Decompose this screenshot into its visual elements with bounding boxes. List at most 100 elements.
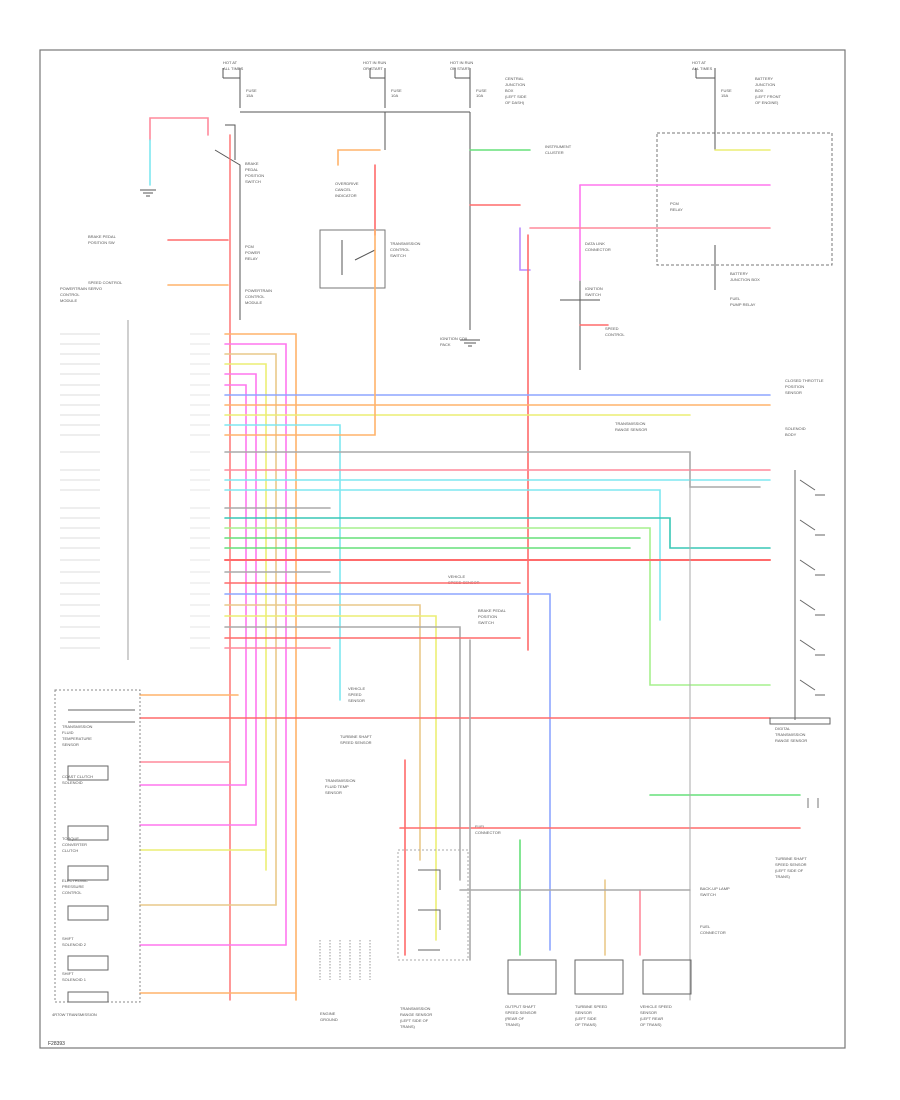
svg-text:POSITION SW: POSITION SW xyxy=(88,240,115,245)
svg-text:PRESSURE: PRESSURE xyxy=(62,884,84,889)
svg-text:DIGITAL: DIGITAL xyxy=(775,726,791,731)
svg-text:TURBINE SHAFT: TURBINE SHAFT xyxy=(340,734,372,739)
wire-run-18 xyxy=(224,527,771,686)
svg-text:SERVO: SERVO xyxy=(88,286,102,291)
svg-text:SWITCH: SWITCH xyxy=(585,292,601,297)
svg-text:ENGINE: ENGINE xyxy=(320,1011,336,1016)
svg-text:VEHICLE: VEHICLE xyxy=(448,574,465,579)
svg-text:HOT IN RUN: HOT IN RUN xyxy=(450,60,473,65)
svg-text:RANGE SENSOR: RANGE SENSOR xyxy=(400,1012,432,1017)
svg-text:BODY: BODY xyxy=(785,432,797,437)
svg-text:BOX: BOX xyxy=(505,88,514,93)
svg-text:FUSE: FUSE xyxy=(476,88,487,93)
svg-text:OR START: OR START xyxy=(363,66,383,71)
svg-text:GROUND: GROUND xyxy=(320,1017,338,1022)
svg-text:FUEL: FUEL xyxy=(475,824,486,829)
svg-text:BRAKE PEDAL: BRAKE PEDAL xyxy=(478,608,507,613)
svg-text:SPEED: SPEED xyxy=(605,326,619,331)
svg-text:FLUID: FLUID xyxy=(62,730,74,735)
svg-text:CONNECTOR: CONNECTOR xyxy=(700,930,726,935)
wire-run-15 xyxy=(224,489,661,621)
svg-text:HOT IN RUN: HOT IN RUN xyxy=(363,60,386,65)
svg-text:TRANS): TRANS) xyxy=(775,874,791,879)
corner-note: 4R70W TRANSMISSION xyxy=(52,1012,97,1017)
svg-text:JUNCTION: JUNCTION xyxy=(505,82,525,87)
svg-text:OF TRANS): OF TRANS) xyxy=(575,1022,597,1027)
svg-text:CONNECTOR: CONNECTOR xyxy=(475,830,501,835)
svg-text:SWITCH: SWITCH xyxy=(245,179,261,184)
svg-text:OR START: OR START xyxy=(450,66,470,71)
wire-run-17 xyxy=(224,517,771,549)
wire-run-27 xyxy=(224,626,461,881)
svg-text:SWITCH: SWITCH xyxy=(700,892,716,897)
svg-text:POSITION: POSITION xyxy=(785,384,804,389)
svg-text:(LEFT REAR: (LEFT REAR xyxy=(640,1016,663,1021)
svg-text:TRANSMISSION: TRANSMISSION xyxy=(615,421,646,426)
power-distribution xyxy=(140,68,833,370)
svg-text:TRANSMISSION: TRANSMISSION xyxy=(62,724,93,729)
svg-text:FUSE: FUSE xyxy=(391,88,402,93)
footer-code: F28393 xyxy=(48,1041,65,1047)
svg-text:RANGE SENSOR: RANGE SENSOR xyxy=(775,738,807,743)
svg-text:OUTPUT SHAFT: OUTPUT SHAFT xyxy=(505,1004,536,1009)
svg-text:SPEED: SPEED xyxy=(348,692,362,697)
svg-text:(LEFT SIDE: (LEFT SIDE xyxy=(505,94,527,99)
svg-text:TRANS): TRANS) xyxy=(505,1022,521,1027)
svg-text:BOX: BOX xyxy=(755,88,764,93)
svg-text:OVERDRIVE: OVERDRIVE xyxy=(335,181,359,186)
wire-run-4 xyxy=(224,363,267,871)
svg-text:VEHICLE: VEHICLE xyxy=(348,686,365,691)
svg-text:SOLENOID 1: SOLENOID 1 xyxy=(62,977,87,982)
wire-run-6 xyxy=(224,384,247,786)
svg-text:TURBINE SPEED: TURBINE SPEED xyxy=(575,1004,607,1009)
svg-text:IGNITION COIL: IGNITION COIL xyxy=(440,336,469,341)
svg-text:CLUTCH: CLUTCH xyxy=(62,848,78,853)
svg-text:JUNCTION: JUNCTION xyxy=(755,82,775,87)
svg-text:CONTROL: CONTROL xyxy=(245,294,265,299)
svg-text:SOLENOID: SOLENOID xyxy=(785,426,806,431)
wire-run-5 xyxy=(224,373,257,826)
wire-run-10 xyxy=(224,424,341,701)
svg-text:10A: 10A xyxy=(391,93,398,98)
svg-text:SOLENOID: SOLENOID xyxy=(62,780,83,785)
svg-text:SWITCH: SWITCH xyxy=(478,620,494,625)
svg-text:SPEED CONTROL: SPEED CONTROL xyxy=(88,280,123,285)
svg-text:MODULE: MODULE xyxy=(60,298,77,303)
svg-text:SENSOR: SENSOR xyxy=(640,1010,657,1015)
svg-text:SENSOR: SENSOR xyxy=(325,790,342,795)
svg-text:HOT AT: HOT AT xyxy=(692,60,707,65)
svg-text:(LEFT SIDE: (LEFT SIDE xyxy=(575,1016,597,1021)
svg-text:SENSOR: SENSOR xyxy=(575,1010,592,1015)
svg-text:SENSOR: SENSOR xyxy=(785,390,802,395)
svg-text:CLUSTER: CLUSTER xyxy=(545,150,564,155)
svg-text:FUSE: FUSE xyxy=(721,88,732,93)
svg-text:OF TRANS): OF TRANS) xyxy=(640,1022,662,1027)
wire-harness xyxy=(139,117,801,1001)
svg-text:RELAY: RELAY xyxy=(670,207,683,212)
svg-text:TRANS): TRANS) xyxy=(400,1024,416,1029)
svg-text:MODULE: MODULE xyxy=(245,300,262,305)
svg-text:(LEFT SIDE OF: (LEFT SIDE OF xyxy=(775,868,804,873)
wire-run-1 xyxy=(224,333,297,1001)
range-sensor-switches xyxy=(769,470,831,725)
svg-text:15A: 15A xyxy=(721,93,728,98)
svg-text:CANCEL: CANCEL xyxy=(335,187,352,192)
svg-text:15A: 15A xyxy=(246,93,253,98)
svg-text:BACK-UP LAMP: BACK-UP LAMP xyxy=(700,886,730,891)
svg-text:INSTRUMENT: INSTRUMENT xyxy=(545,144,572,149)
svg-text:DATA LINK: DATA LINK xyxy=(585,241,605,246)
svg-text:SHIFT: SHIFT xyxy=(62,936,74,941)
wire-run-3 xyxy=(224,353,277,906)
svg-text:FUEL: FUEL xyxy=(700,924,711,929)
svg-text:SHIFT: SHIFT xyxy=(62,971,74,976)
svg-text:SOLENOID 2: SOLENOID 2 xyxy=(62,942,87,947)
svg-text:BRAKE: BRAKE xyxy=(245,161,259,166)
svg-text:SWITCH: SWITCH xyxy=(390,253,406,258)
svg-text:HOT AT: HOT AT xyxy=(223,60,238,65)
svg-text:SENSOR: SENSOR xyxy=(62,742,79,747)
svg-text:POSITION: POSITION xyxy=(478,614,497,619)
svg-text:PCM: PCM xyxy=(245,244,254,249)
svg-text:BRAKE PEDAL: BRAKE PEDAL xyxy=(88,234,117,239)
